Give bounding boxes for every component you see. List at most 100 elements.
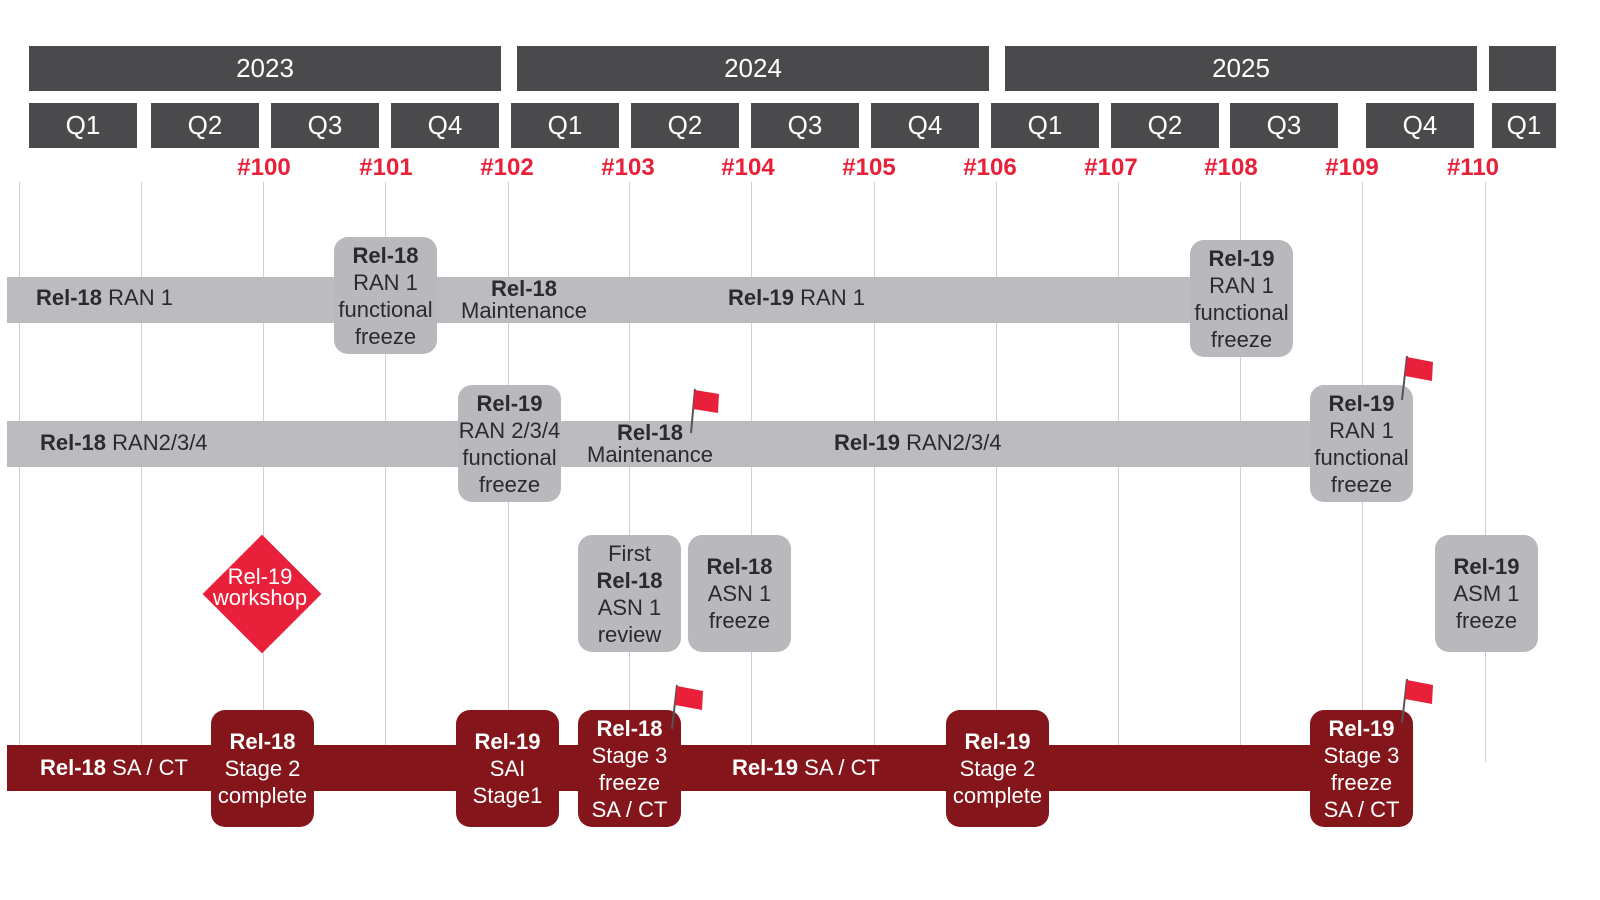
box-line-2: Stage 3 [591,742,668,768]
label-rest: SA / CT [106,755,188,780]
box-line-4: SA / CT [1323,796,1400,822]
stack-line-1: Rel-18 [490,276,558,301]
meeting-106: #106 [963,154,1017,181]
quarter-2026-q1: Q1 [1492,103,1556,148]
box-line-3: freeze [598,769,661,795]
quarter-label: Q1 [547,110,583,140]
meeting-102: #102 [480,154,534,181]
ran234-rel18-label: Rel-18 RAN2/3/4 [40,432,208,454]
quarter-label: Q4 [427,110,463,140]
box-line-2: Rel-18 [596,567,663,593]
box-line-4: review [597,621,662,647]
workshop-label: Rel-19 workshop [202,566,318,610]
quarter-label: Q1 [65,110,101,140]
quarter-2025-q2: Q2 [1111,103,1219,148]
box-line-2: RAN 2/3/4 [458,417,561,443]
flag-icon [671,684,703,730]
ran234-track [7,421,1367,467]
meeting-103: #103 [601,154,655,181]
sact-rel19-label: Rel-19 SA / CT [732,757,880,779]
label-rest: RAN2/3/4 [106,430,208,455]
box-line-1: Rel-18 [596,715,663,741]
sact-rel18-label: Rel-18 SA / CT [40,757,188,779]
sact-rel19-stage2-box: Rel-19 Stage 2 complete [946,710,1049,827]
ran234-rel19-label: Rel-19 RAN2/3/4 [834,432,1002,454]
year-label: 2023 [236,53,294,83]
ran1-rel18-maintenance: Rel-18 Maintenance [458,278,590,322]
stack-line-1: Rel-18 [616,420,684,445]
box-line-1: Rel-19 [1453,554,1520,579]
box-line-3: freeze [708,608,771,633]
year-2026-partial [1489,46,1556,91]
box-line-1: Rel-18 [352,242,419,268]
box-line-1: First [608,540,651,566]
grid-line [141,182,142,762]
label-bold: Rel-18 [40,755,107,780]
grid-line [1118,182,1119,762]
quarter-label: Q2 [187,110,223,140]
label-bold: Rel-19 [728,285,795,310]
quarter-2025-q4: Q4 [1366,103,1474,148]
flag-icon [1401,678,1433,724]
label-bold: Rel-18 [40,430,107,455]
box-line-3: functional [1194,299,1289,325]
quarter-label: Q4 [1402,110,1438,140]
quarter-label: Q4 [907,110,943,140]
quarter-label: Q2 [1147,110,1183,140]
grid-line [385,182,386,762]
flag-icon [1401,355,1433,401]
quarter-2025-q1: Q1 [991,103,1099,148]
meeting-108: #108 [1204,154,1258,181]
box-line-2: Stage 3 [1323,742,1400,768]
sact-rel19-stage3-box: Rel-19 Stage 3 freeze SA / CT [1310,710,1413,827]
quarter-2024-q1: Q1 [511,103,619,148]
quarter-label: Q1 [1506,110,1542,140]
flag-icon [690,388,719,434]
grid-line [629,182,630,762]
workshop-line-2: workshop [212,585,308,610]
box-line-1: Rel-18 [229,729,296,754]
box-line-1: Rel-18 [706,554,773,579]
box-line-3: freeze [1455,608,1518,633]
quarter-label: Q2 [667,110,703,140]
box-line-1: Rel-19 [474,729,541,754]
asn-first-review-box: First Rel-18 ASN 1 review [578,535,681,652]
label-bold: Rel-18 [36,285,103,310]
quarter-label: Q3 [1266,110,1302,140]
box-line-2: Stage 2 [959,756,1036,781]
box-line-1: Rel-19 [1328,390,1395,416]
asn-rel18-freeze-box: Rel-18 ASN 1 freeze [688,535,791,652]
quarter-2023-q3: Q3 [271,103,379,148]
quarter-label: Q3 [787,110,823,140]
box-line-2: RAN 1 [353,269,418,295]
box-line-4: freeze [478,471,541,497]
box-line-3: freeze [1330,769,1393,795]
box-line-1: Rel-19 [1328,715,1395,741]
box-line-2: RAN 1 [1209,272,1274,298]
quarter-2025-q3: Q3 [1230,103,1338,148]
quarter-2024-q2: Q2 [631,103,739,148]
box-line-4: freeze [354,323,417,349]
box-line-2: ASN 1 [707,581,772,606]
meeting-110: #110 [1446,154,1500,181]
ran234-rel19-ran1-freeze-box: Rel-19 RAN 1 functional freeze [1310,385,1413,502]
grid-line [263,182,264,762]
box-line-4: freeze [1330,471,1393,497]
label-rest: SA / CT [798,755,880,780]
year-label: 2024 [724,53,782,83]
quarter-label: Q1 [1027,110,1063,140]
box-line-2: ASM 1 [1453,581,1520,606]
box-line-3: ASN 1 [597,594,662,620]
year-2023: 2023 [29,46,501,91]
box-line-3: complete [952,783,1043,808]
box-line-4: freeze [1210,326,1273,352]
ran1-rel19-label: Rel-19 RAN 1 [728,287,865,309]
ran234-rel19-freeze-box: Rel-19 RAN 2/3/4 functional freeze [458,385,561,502]
ran234-rel18-maintenance: Rel-18 Maintenance [584,422,716,466]
box-line-2: Stage 2 [224,756,301,781]
year-2025: 2025 [1005,46,1477,91]
grid-line [751,182,752,762]
grid-line [874,182,875,762]
sact-rel18-stage3-box: Rel-18 Stage 3 freeze SA / CT [578,710,681,827]
